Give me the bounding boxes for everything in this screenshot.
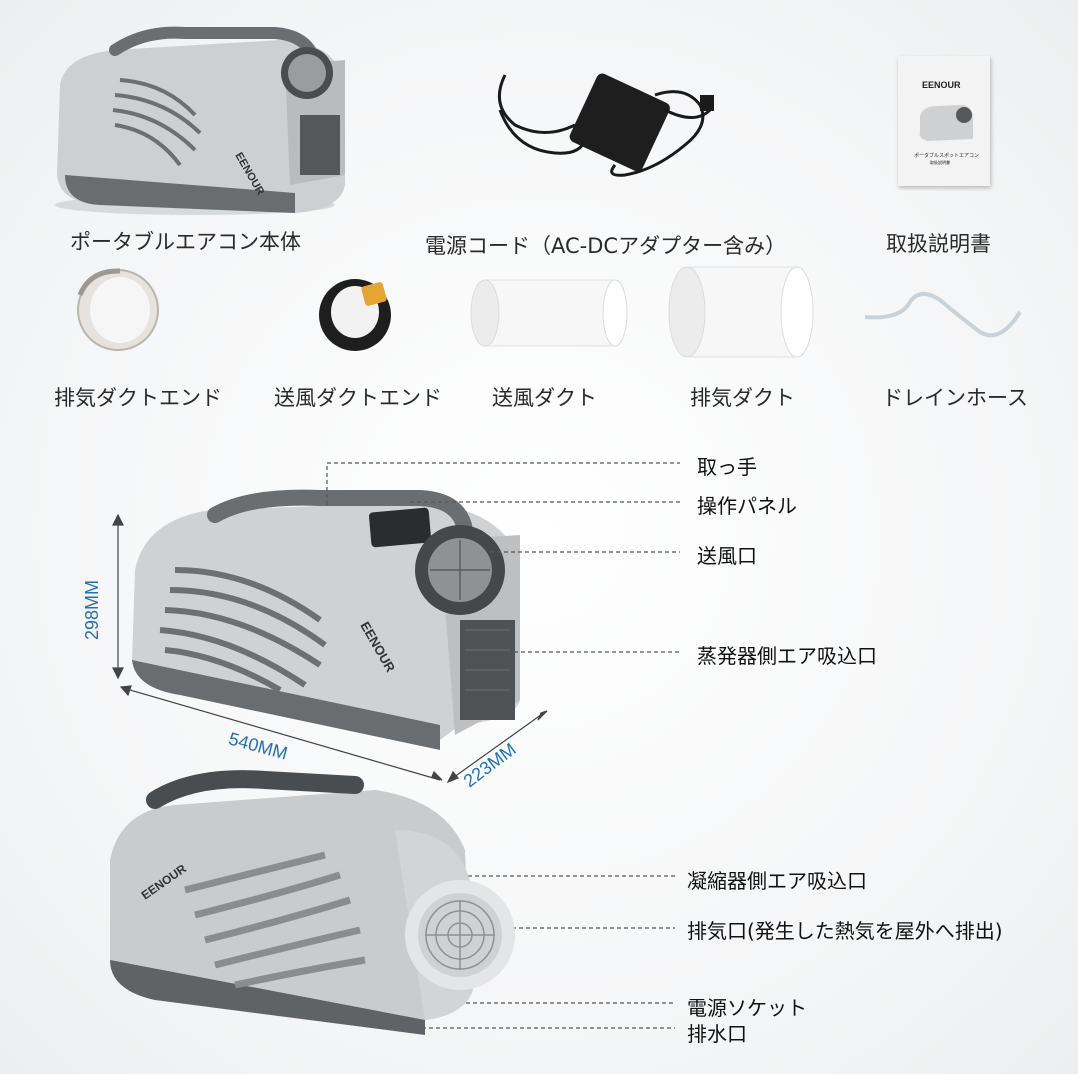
callout-evaporator-intake: 蒸発器側エア吸込口	[697, 644, 877, 668]
rear-view-unit-image: EENOUR	[110, 770, 515, 1035]
callout-air-outlet: 送風口	[697, 544, 757, 568]
supply-duct-label: 送風ダクト	[492, 386, 597, 410]
drain-hose-label: ドレインホース	[882, 386, 1028, 410]
callout-handle: 取っ手	[697, 455, 757, 479]
power-cord-label: 電源コード（AC-DCアダプター含み）	[425, 234, 787, 258]
main-unit-image: EENOUR	[55, 26, 345, 215]
exhaust-duct-image	[668, 266, 814, 358]
drain-hose-image	[864, 292, 1022, 338]
main-unit-label: ポータブルエアコン本体	[70, 230, 301, 254]
callout-condenser-intake: 凝縮器側エア吸込口	[687, 869, 867, 893]
supply-duct-end-image	[319, 279, 391, 351]
front-view-unit-image: EENOUR	[132, 489, 520, 750]
manual-label: 取扱説明書	[886, 232, 991, 256]
power-cord-image	[497, 73, 714, 177]
callout-control-panel: 操作パネル	[697, 494, 797, 518]
callout-power-socket: 電源ソケット	[687, 996, 807, 1020]
supply-duct-end-label: 送風ダクトエンド	[274, 386, 442, 410]
manual-image: EENOUR ポータブルスポットエアコン 取扱説明書	[898, 56, 990, 186]
callout-drain-port: 排水口	[687, 1022, 747, 1046]
callout-exhaust-port: 排気口(発生した熱気を屋外へ排出)	[687, 919, 1003, 943]
exhaust-duct-end-label: 排気ダクトエンド	[54, 386, 222, 410]
manual-subtitle: 取扱説明書	[930, 160, 950, 165]
manual-title: ポータブルスポットエアコン	[914, 153, 980, 159]
supply-duct-image	[470, 279, 628, 347]
exhaust-duct-label: 排気ダクト	[690, 386, 795, 410]
exhaust-duct-end-image	[77, 268, 159, 351]
manual-brand: EENOUR	[922, 80, 961, 90]
